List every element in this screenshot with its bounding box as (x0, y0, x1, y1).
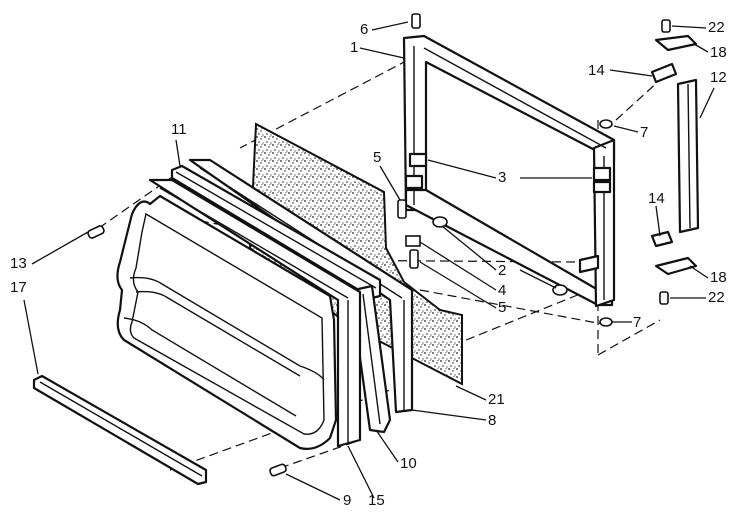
callout-c17: 17 (10, 279, 27, 296)
callout-c10: 10 (400, 455, 417, 472)
callout-c21: 21 (488, 391, 505, 408)
callout-c18a: 18 (710, 44, 727, 61)
shelf-rail-part-17 (32, 374, 208, 486)
callout-c14a: 14 (588, 62, 605, 79)
hinge-bar-part-12 (676, 78, 700, 234)
screws (87, 13, 671, 477)
callout-c2: 2 (498, 262, 506, 279)
callout-c7a: 7 (640, 124, 648, 141)
callout-c22a: 22 (708, 19, 725, 36)
hinge-parts (578, 34, 698, 276)
callout-c4: 4 (498, 282, 506, 299)
callout-c22b: 22 (708, 289, 725, 306)
callout-c5a: 5 (373, 149, 381, 166)
callout-c1: 1 (350, 39, 358, 56)
callout-c18b: 18 (710, 269, 727, 286)
callout-c11: 11 (171, 121, 187, 138)
callout-c3: 3 (498, 169, 506, 186)
inner-door-liner (116, 194, 338, 450)
callout-c14b: 14 (648, 190, 665, 207)
callout-c9: 9 (343, 492, 351, 509)
callout-c12: 12 (710, 69, 727, 86)
callout-c13: 13 (10, 255, 27, 272)
callout-c6: 6 (360, 21, 368, 38)
gasket-strip-part-11 (170, 164, 382, 300)
callout-c7b: 7 (633, 314, 641, 331)
door-outer-panel (148, 178, 362, 448)
callout-c8: 8 (488, 412, 496, 429)
leader-lines (23, 21, 715, 501)
callout-c15: 15 (368, 492, 385, 509)
callout-c5b: 5 (498, 299, 506, 316)
